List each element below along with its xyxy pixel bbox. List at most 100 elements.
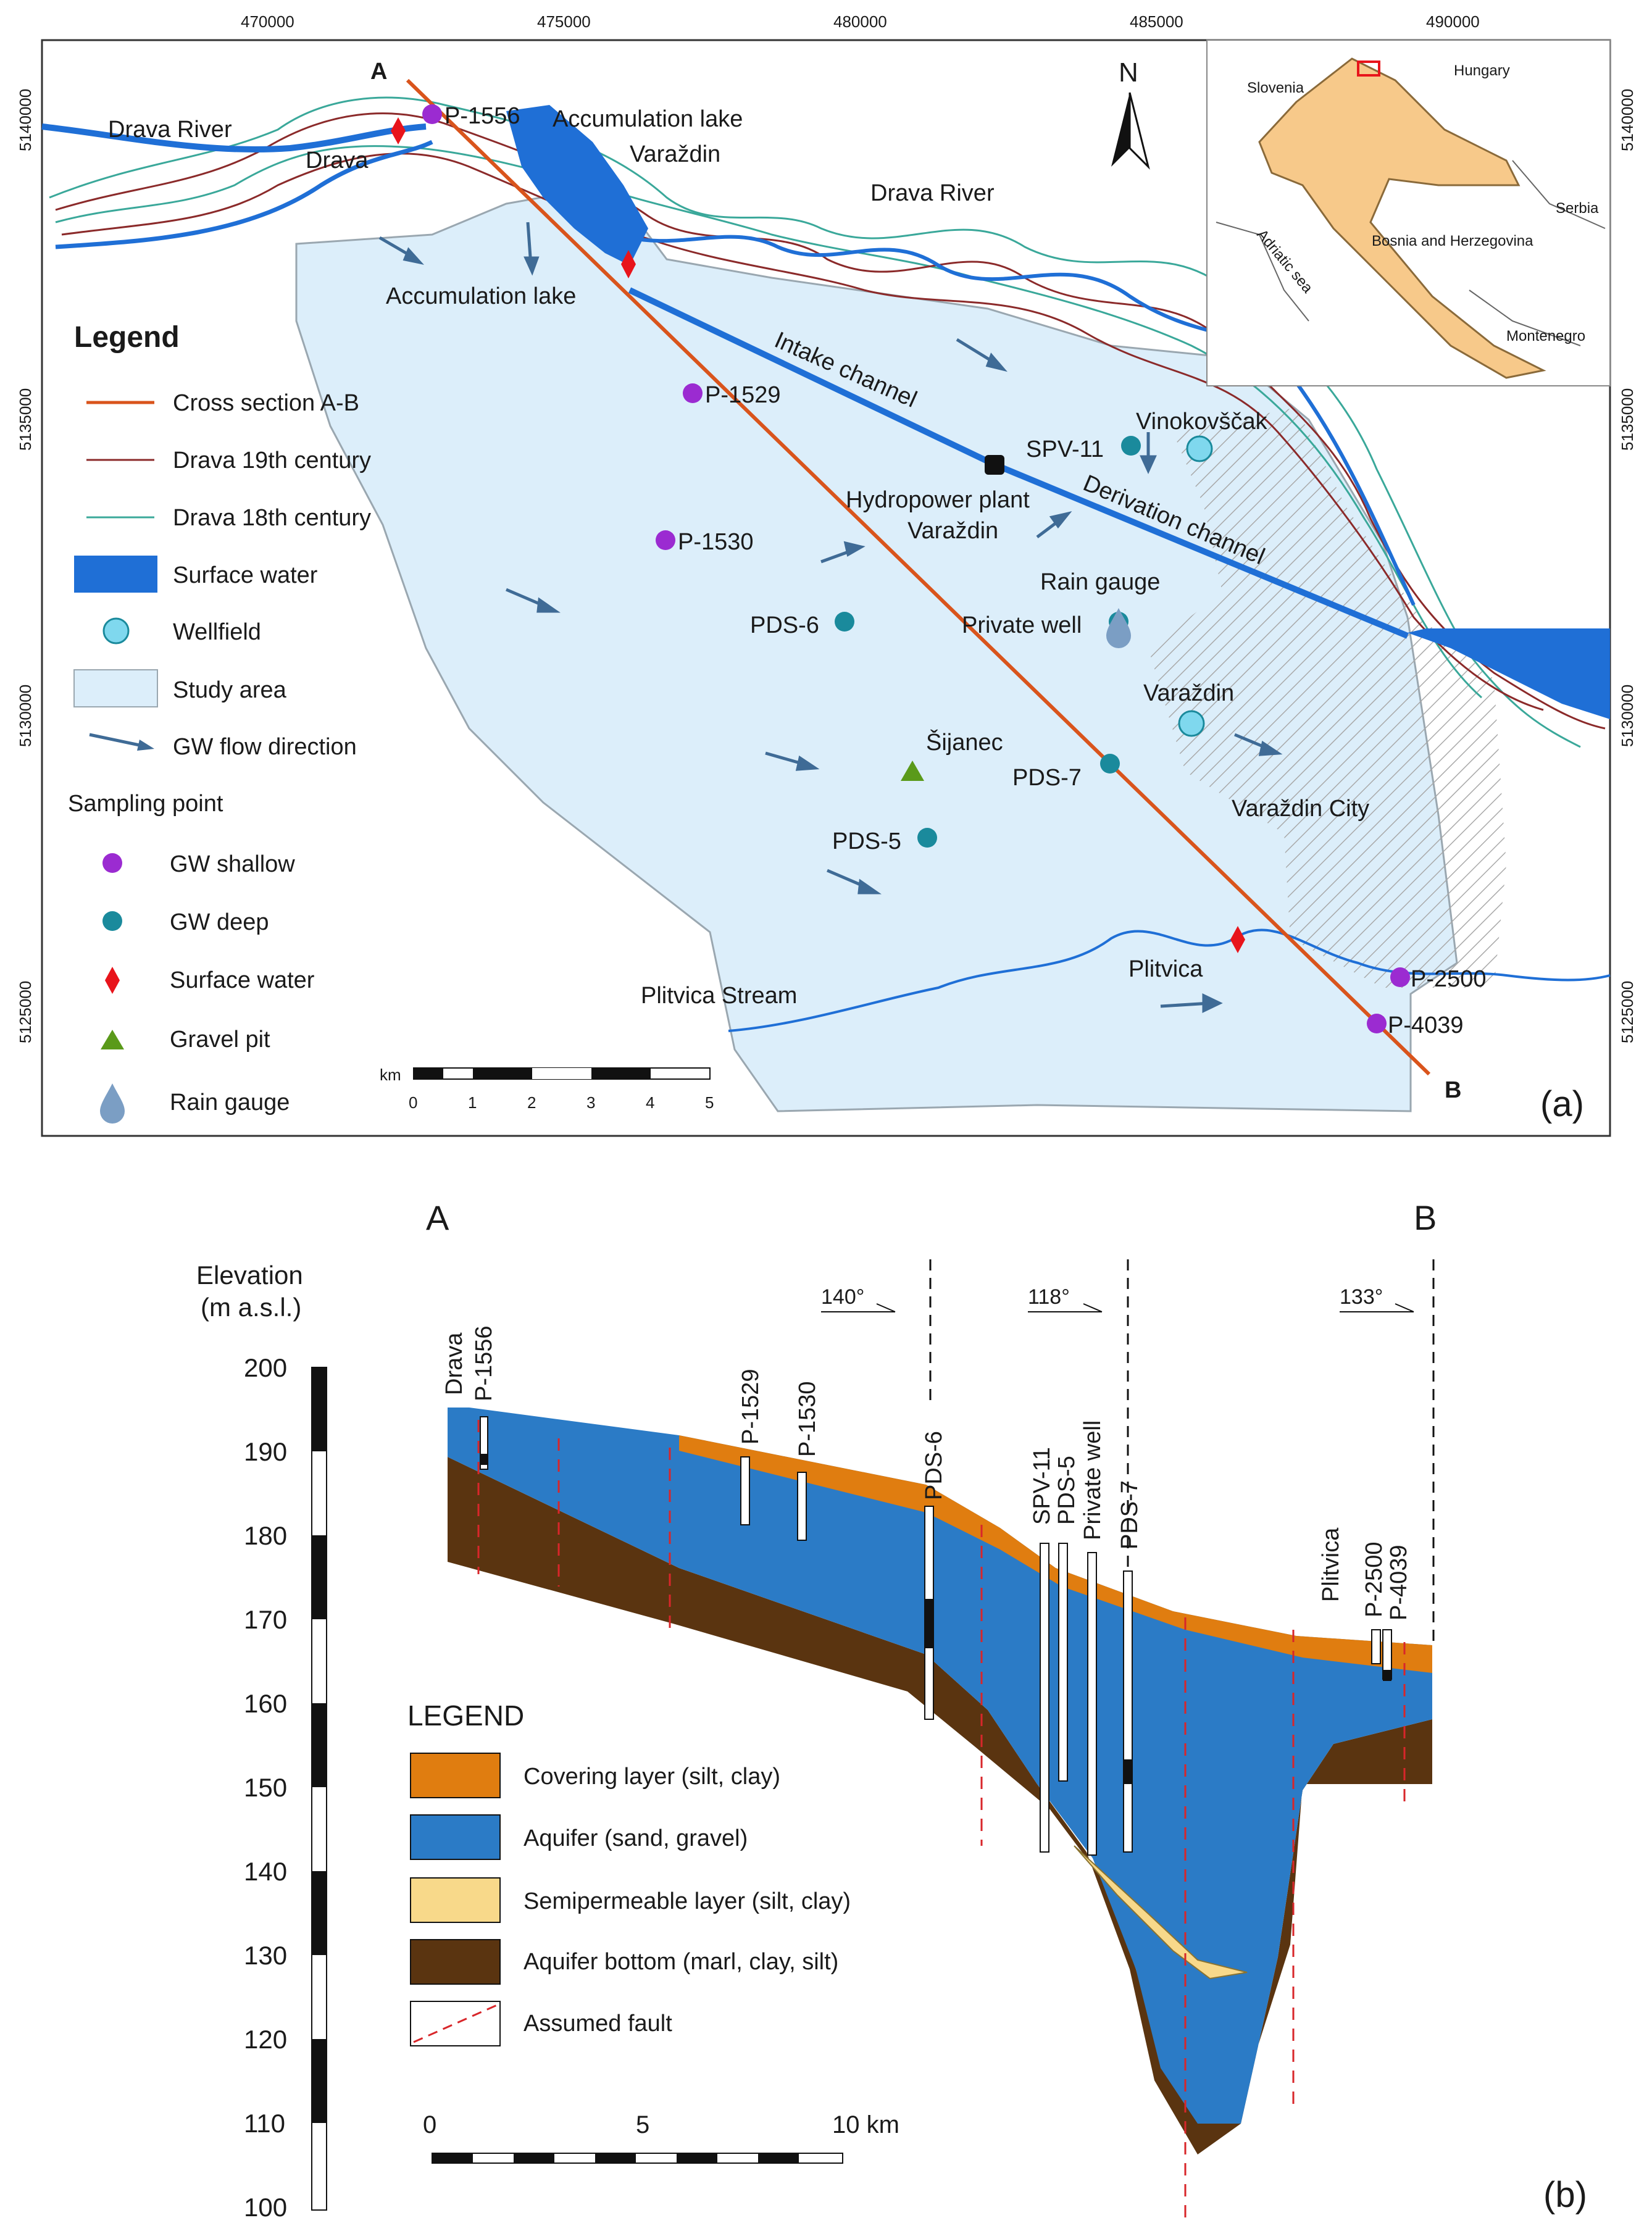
legend-fault: Assumed fault bbox=[524, 2011, 672, 2037]
label-p4039: P-4039 bbox=[1388, 1012, 1464, 1038]
map-y-ticks-left: 5140000 5135000 5130000 5125000 bbox=[16, 89, 35, 1043]
hydrogeological-map: 470000 475000 480000 485000 490000 47000… bbox=[16, 12, 1637, 1137]
map-x-ticks-top: 470000 475000 480000 485000 490000 bbox=[241, 12, 1480, 31]
x-tick-label: 475000 bbox=[537, 12, 591, 31]
label-private-well: Private well bbox=[962, 612, 1082, 638]
study-area-locator bbox=[1357, 60, 1380, 77]
label-spv11: SPV-11 bbox=[1026, 436, 1104, 462]
gw-deep-point bbox=[1100, 754, 1120, 774]
inset-hungary: Hungary bbox=[1454, 62, 1510, 79]
wellfield-point bbox=[1178, 710, 1205, 737]
label-vinokovscak: Vinokovščak bbox=[1136, 409, 1268, 435]
well-screens bbox=[480, 1454, 1391, 1784]
label-pds6: PDS-6 bbox=[750, 612, 819, 638]
rain-gauge-point bbox=[1106, 608, 1131, 648]
drava-19th-century bbox=[61, 152, 1544, 711]
cross-section-line bbox=[406, 78, 1431, 1076]
elevation-bar bbox=[311, 1367, 327, 2211]
label-rain-gauge: Rain gauge bbox=[1040, 569, 1160, 595]
elev-tick: 200 bbox=[244, 1353, 287, 1382]
map-y-ticks-right: 5140000 5135000 5130000 5125000 bbox=[1618, 89, 1637, 1043]
gw-deep-point bbox=[917, 828, 937, 848]
elev-tick: 190 bbox=[244, 1437, 287, 1466]
label-plitvica-stream: Plitvica Stream bbox=[641, 983, 797, 1009]
section-end-a: A bbox=[426, 1198, 449, 1237]
y-tick-label: 5140000 bbox=[16, 89, 35, 151]
legend-rain-gauge: Rain gauge bbox=[170, 1090, 290, 1116]
sampling-points bbox=[391, 104, 1410, 1033]
section-panel-tag: (b) bbox=[1543, 2175, 1587, 2215]
legend-study-area: Study area bbox=[173, 677, 287, 703]
assumed-faults bbox=[477, 1420, 1406, 2223]
label-acc-lake-1: Accumulation lake bbox=[553, 106, 743, 132]
well-labels: Drava P-1556 P-1529 P-1530 PDS-6 SPV-11 … bbox=[441, 1325, 1412, 1620]
legend-drava-18: Drava 18th century bbox=[173, 505, 371, 531]
inset-map: Slovenia Hungary Serbia Bosnia and Herze… bbox=[1206, 40, 1611, 386]
drava-18th-century bbox=[49, 96, 1581, 748]
label-sijanec: Šijanec bbox=[926, 728, 1003, 756]
map-panel-tag: (a) bbox=[1540, 1084, 1584, 1124]
section-scale-tick: 0 bbox=[423, 2111, 436, 2138]
surface-water-point bbox=[391, 117, 406, 144]
elevation-label-2: (m a.s.l.) bbox=[201, 1293, 301, 1322]
drava-river bbox=[617, 233, 1416, 606]
elev-tick: 110 bbox=[244, 2109, 285, 2138]
label-acc-lake-short: Accumulation lake bbox=[386, 283, 576, 309]
gw-shallow-point bbox=[1367, 1014, 1387, 1033]
derivation-channel bbox=[993, 461, 1409, 639]
section-label-a: A bbox=[370, 59, 387, 85]
section-end-b: B bbox=[1414, 1198, 1437, 1237]
scalebar-unit: km bbox=[380, 1066, 401, 1084]
wellfield-point bbox=[1186, 435, 1213, 462]
y-tick-label: 5125000 bbox=[16, 981, 35, 1043]
bearing-label: 118° bbox=[1028, 1285, 1070, 1309]
plitvica-stream bbox=[728, 928, 1611, 1032]
label-pds5: PDS-5 bbox=[832, 828, 901, 854]
inset-serbia: Serbia bbox=[1556, 200, 1599, 217]
legend-gravel-pit: Gravel pit bbox=[170, 1027, 270, 1053]
scalebar-tick: 2 bbox=[527, 1093, 536, 1112]
section-legend-title: LEGEND bbox=[407, 1700, 524, 1732]
well-label: SPV-11 bbox=[1029, 1447, 1055, 1525]
scalebar-tick: 0 bbox=[409, 1093, 417, 1112]
intake-channel bbox=[628, 287, 996, 467]
x-tick-label: 490000 bbox=[1426, 12, 1480, 31]
gw-shallow-point bbox=[683, 383, 703, 403]
map-labels: A B Drava River Drava P-1556 Accumulatio… bbox=[108, 59, 1584, 1124]
legend-wellfield: Wellfield bbox=[173, 619, 261, 645]
elevation-ticks: 200 190 180 170 160 150 140 130 120 110 … bbox=[244, 1353, 287, 2222]
covering-layer bbox=[679, 1435, 1432, 1673]
y-tick-label: 5135000 bbox=[16, 388, 35, 451]
inset-montenegro: Montenegro bbox=[1506, 328, 1585, 344]
bearing-label: 140° bbox=[821, 1285, 864, 1309]
gw-flow-arrows bbox=[378, 222, 1283, 1013]
scalebar-tick: 1 bbox=[468, 1093, 477, 1112]
gw-deep-point bbox=[1121, 436, 1141, 456]
cross-section-diagram: A B Elevation (m a.s.l.) 200 190 180 170… bbox=[196, 1198, 1587, 2223]
sampling-title: Sampling point bbox=[68, 791, 223, 817]
surface-water-point bbox=[621, 250, 636, 278]
legend-cover: Covering layer (silt, clay) bbox=[524, 1764, 780, 1790]
elev-tick: 100 bbox=[244, 2193, 287, 2222]
gw-shallow-point bbox=[422, 104, 442, 124]
elev-tick: 120 bbox=[244, 2025, 287, 2054]
gw-shallow-point bbox=[656, 530, 675, 550]
north-label: N bbox=[1119, 57, 1138, 88]
label-drava-river-west: Drava River bbox=[108, 117, 232, 143]
drava-river bbox=[41, 123, 427, 152]
inset-slovenia: Slovenia bbox=[1247, 80, 1304, 96]
well-label: Drava bbox=[441, 1332, 467, 1395]
gravel-pit-point bbox=[901, 761, 924, 781]
label-drava-river-north: Drava River bbox=[870, 180, 995, 206]
well-label: P-1529 bbox=[738, 1369, 764, 1445]
label-p2500: P-2500 bbox=[1411, 966, 1487, 992]
drava-river bbox=[55, 140, 433, 249]
legend-gw-shallow: GW shallow bbox=[170, 851, 295, 877]
y-tick-label: 5135000 bbox=[1618, 388, 1637, 451]
elevation-label-1: Elevation bbox=[196, 1261, 303, 1290]
elev-tick: 150 bbox=[244, 1773, 287, 1802]
varazdin-city-area bbox=[1148, 407, 1506, 988]
scalebar-tick: 4 bbox=[646, 1093, 654, 1112]
drava-outflow bbox=[1408, 628, 1610, 719]
legend-surface-water-point: Surface water bbox=[170, 967, 315, 993]
